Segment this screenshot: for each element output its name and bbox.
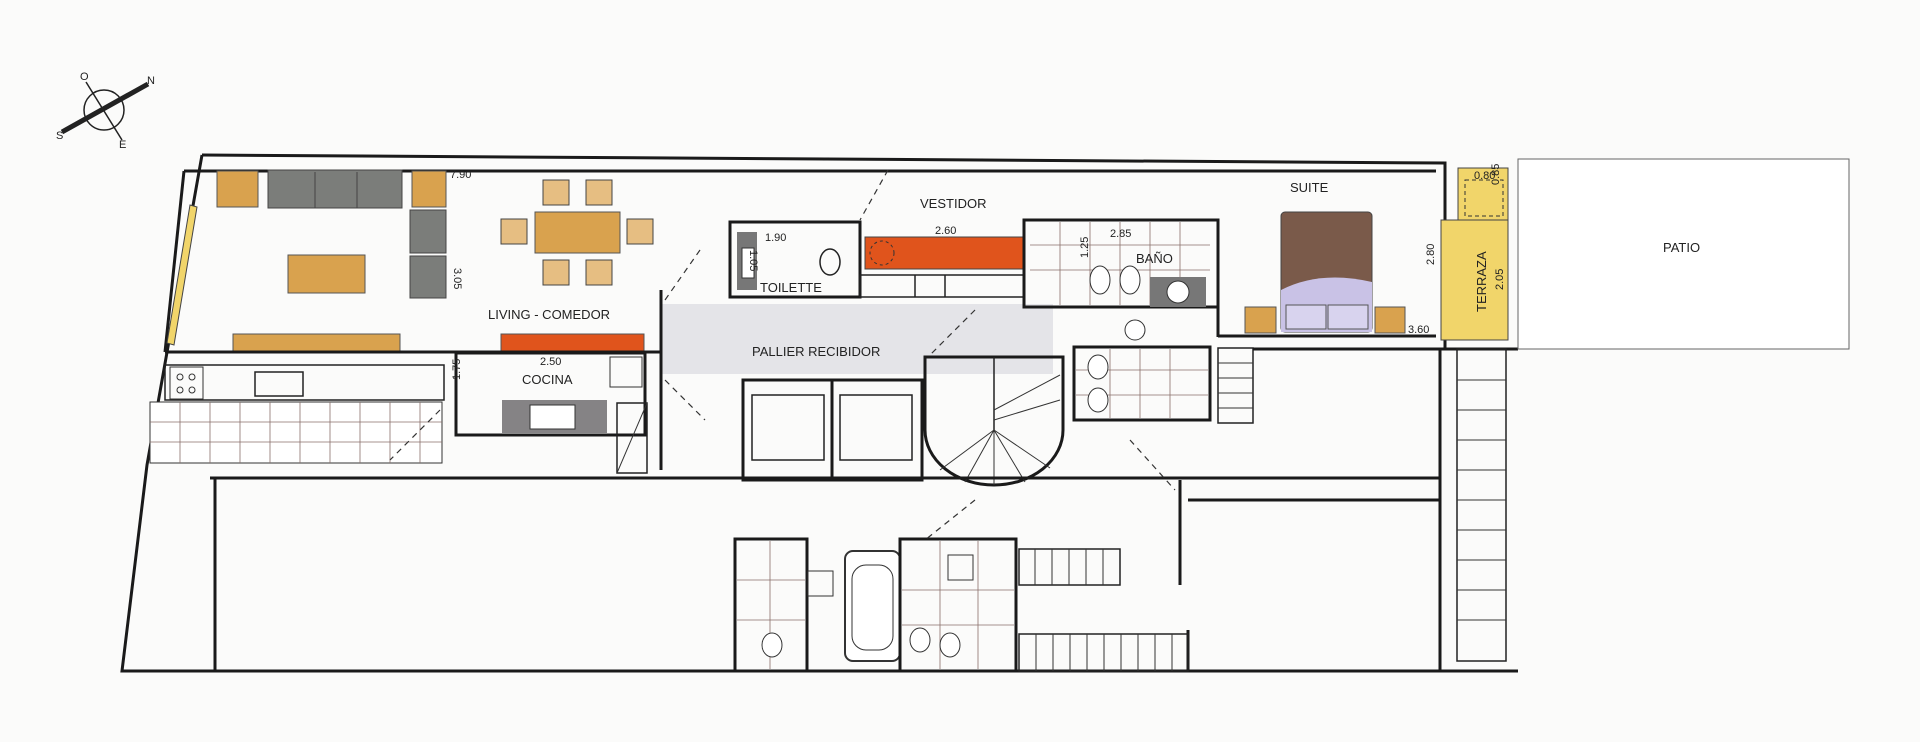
window	[166, 204, 198, 346]
door-swings	[389, 249, 1176, 541]
compass-s: S	[56, 130, 63, 142]
patio-area	[1517, 158, 1850, 350]
dim-toilette-depth: 1.05	[747, 250, 759, 271]
dim-bano-depth: 1.25	[1079, 237, 1091, 258]
dim-suite-depth: 2.80	[1425, 244, 1437, 265]
lower-baths	[733, 537, 1018, 673]
room-label-bano: BAÑO	[1136, 251, 1173, 266]
secondary-bath	[1072, 345, 1212, 422]
room-label-cocina: COCINA	[522, 372, 573, 387]
living-furniture	[216, 169, 654, 353]
dim-vestidor-width: 2.60	[935, 225, 956, 237]
dim-living-depth: 3.05	[451, 268, 463, 289]
dim-living-width: 7.90	[450, 169, 471, 181]
elevators	[741, 378, 924, 482]
dim-terraza-width: 0.80	[1474, 170, 1495, 182]
room-label-toilette: TOILETTE	[760, 280, 822, 295]
dim-cocina-depth: 1.75	[451, 359, 463, 380]
dim-toilette-width: 1.90	[765, 232, 786, 244]
dim-cocina-width: 2.50	[540, 356, 561, 368]
dim-suite-width: 3.60	[1408, 324, 1429, 336]
kitchen	[149, 350, 661, 474]
exterior-stairs	[1456, 348, 1507, 662]
room-label-pallier: PALLIER RECIBIDOR	[752, 344, 880, 359]
dim-terraza-top: 0.85	[1490, 164, 1502, 185]
compass-n: N	[147, 75, 155, 87]
compass-o: O	[80, 71, 89, 83]
bed	[1244, 211, 1406, 334]
toilette-room	[728, 220, 862, 299]
vestidor-closet	[864, 236, 1025, 270]
spiral-staircase	[923, 355, 1065, 487]
terrace	[1440, 167, 1509, 341]
dim-bano-width: 2.85	[1110, 228, 1131, 240]
pallier-floor	[661, 304, 1053, 374]
compass-icon: O N S E	[56, 71, 155, 151]
dim-terraza-depth: 2.05	[1494, 269, 1506, 290]
room-label-living: LIVING - COMEDOR	[488, 307, 610, 322]
room-label-terraza: TERRAZA	[1474, 251, 1489, 312]
room-label-vestidor: VESTIDOR	[920, 196, 986, 211]
room-label-patio: PATIO	[1663, 240, 1700, 255]
compass-e: E	[119, 139, 126, 151]
lower-walls	[210, 347, 1442, 671]
lower-stairs	[1018, 548, 1189, 672]
service-stairs	[1217, 347, 1254, 424]
room-label-suite: SUITE	[1290, 180, 1329, 195]
